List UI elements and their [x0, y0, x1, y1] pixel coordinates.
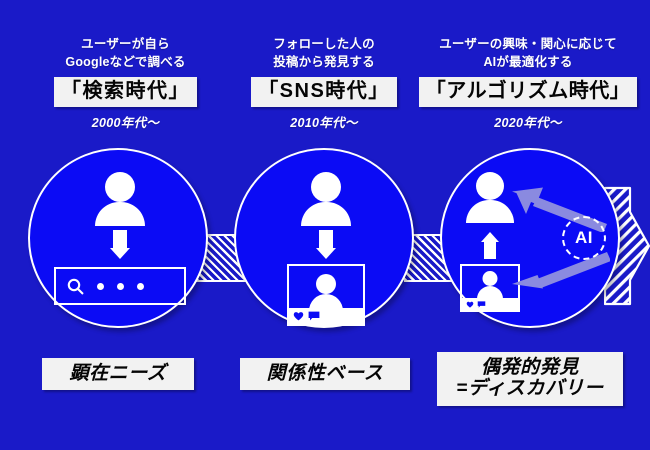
stage-circle-sns — [234, 148, 414, 328]
down-arrow-icon — [296, 230, 356, 260]
column-header-algorithm: ユーザーの興味・関心に応じて AIが最適化する 「アルゴリズム時代」 2020年… — [410, 36, 646, 131]
post-card-photo — [289, 266, 363, 312]
column-lead-text: ユーザーの興味・関心に応じて AIが最適化する — [439, 37, 617, 69]
person-icon — [306, 274, 346, 312]
person-icon — [462, 172, 518, 224]
heart-icon — [293, 312, 304, 321]
heart-icon — [466, 301, 474, 308]
ai-badge-icon: AI — [562, 216, 606, 260]
search-dot — [97, 282, 104, 290]
search-dot — [137, 282, 144, 290]
caption-box-algorithm: 偶発的発見 =ディスカバリー — [437, 352, 623, 406]
era-title-box: 「SNS時代」 — [251, 76, 397, 107]
post-card-actions — [462, 298, 518, 310]
caption-box-sns: 関係性ベース — [240, 358, 410, 391]
post-card-icon — [460, 264, 520, 312]
column-lead-text: ユーザーが自ら Googleなどで調べる — [65, 37, 186, 69]
down-arrow-icon — [90, 230, 150, 260]
column-header-sns: フォローした人の 投稿から発見する 「SNS時代」 2010年代〜 — [226, 36, 422, 131]
era-years-label: 2020年代〜 — [494, 115, 562, 130]
post-card-icon — [287, 264, 365, 326]
stage-circle-search — [28, 148, 208, 328]
ai-badge-label: AI — [575, 228, 593, 247]
person-icon — [92, 172, 148, 226]
column-header-search: ユーザーが自ら Googleなどで調べる 「検索時代」 2000年代〜 — [18, 36, 233, 131]
left-arrow-icon — [510, 246, 611, 296]
column-lead-text: フォローした人の 投稿から発見する — [273, 37, 375, 69]
post-card-actions — [289, 308, 363, 324]
era-title-box: 「検索時代」 — [54, 76, 197, 107]
era-title-box: 「アルゴリズム時代」 — [418, 76, 638, 107]
search-bar-icon — [54, 267, 186, 305]
caption-box-search: 顕在ニーズ — [42, 358, 194, 391]
person-icon — [298, 172, 354, 226]
post-card-photo — [462, 266, 518, 299]
search-dot — [117, 282, 124, 290]
magnifier-icon — [67, 278, 84, 294]
comment-icon — [308, 311, 320, 321]
up-arrow-icon — [464, 232, 516, 260]
comment-icon — [477, 300, 486, 308]
era-years-label: 2010年代〜 — [290, 115, 358, 130]
era-years-label: 2000年代〜 — [91, 115, 160, 130]
person-icon — [475, 271, 505, 299]
